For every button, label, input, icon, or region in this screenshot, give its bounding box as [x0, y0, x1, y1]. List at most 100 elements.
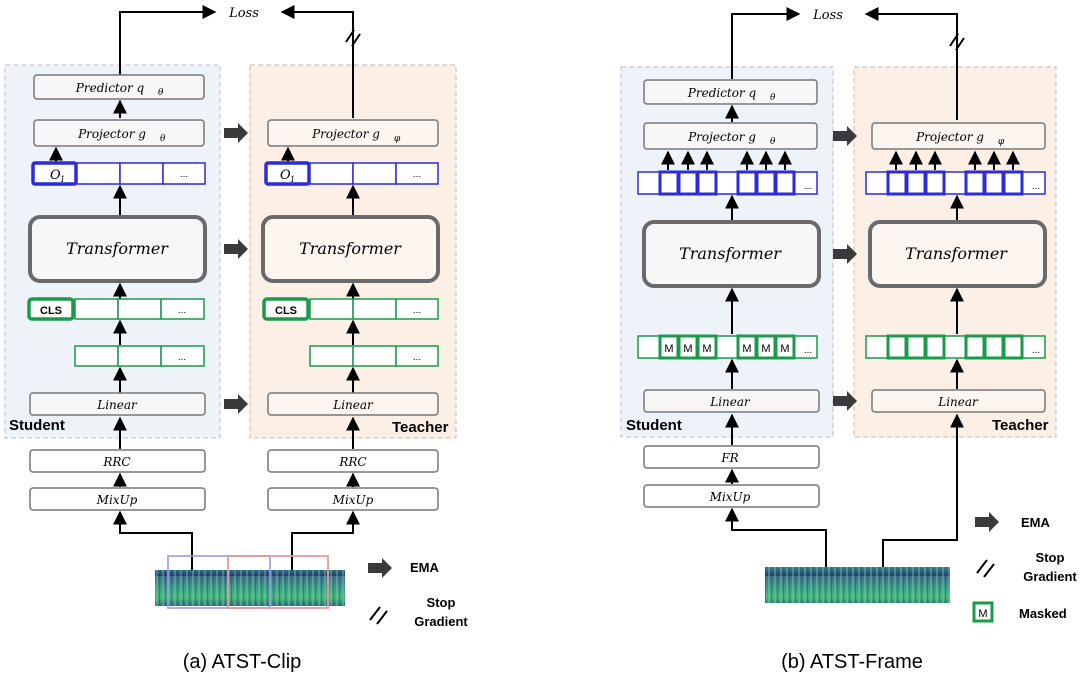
linear-teacher-label: Linear	[937, 395, 979, 409]
student-label: Student	[9, 417, 65, 434]
o1-token: O	[280, 168, 291, 183]
linear-teacher-label: Linear	[332, 398, 374, 412]
legend-ema-arrow	[368, 558, 392, 578]
phi-sub: φ	[394, 134, 401, 144]
panel-frame: Loss Predictor q θ Projector g θ ...	[620, 7, 1077, 673]
ema-arrow	[833, 126, 857, 146]
linear-student-label: Linear	[709, 395, 751, 409]
legend-ema: EMA	[410, 560, 440, 575]
ema-arrow	[833, 244, 857, 264]
caption-clip: (a) ATST-Clip	[183, 651, 302, 673]
loss-label: Loss	[228, 6, 259, 21]
ema-arrow	[224, 239, 248, 259]
mask-token: M	[742, 343, 751, 355]
predictor-label: Predictor q	[75, 81, 145, 95]
input-tokens-teacher: ...	[309, 345, 439, 367]
rrc-student-label: RRC	[102, 455, 130, 469]
predictor-box	[33, 74, 205, 100]
frame-arrows-student	[661, 150, 792, 170]
mixup-student-label: MixUp	[709, 490, 751, 504]
ema-arrow	[833, 391, 857, 411]
ellipsis: ...	[413, 352, 421, 363]
linear-student-box	[643, 389, 820, 413]
predictor-box	[643, 79, 818, 105]
transformer-teacher-label: Transformer	[299, 239, 402, 258]
output-tokens-student: O 1 ...	[31, 161, 206, 186]
projector-teacher-box	[267, 119, 439, 147]
input-tokens-cls-teacher: CLS ...	[262, 297, 439, 321]
o1-sub: 1	[290, 175, 295, 184]
panel-clip: Loss Predictor q θ Projector g θ O 1 ...…	[4, 5, 468, 673]
transformer-student-label: Transformer	[66, 239, 169, 258]
input-tokens-cls-student: CLS ...	[27, 297, 205, 321]
ellipsis: ...	[804, 181, 812, 192]
projector-teacher-box	[871, 122, 1046, 150]
input-tokens-student: ...	[74, 345, 205, 367]
legend-mask-box	[972, 601, 994, 623]
legend-mask-token: M	[978, 608, 987, 620]
mixup-student-label: MixUp	[96, 493, 138, 507]
mixup-student-box	[643, 484, 820, 508]
spectrogram	[155, 570, 345, 606]
mask-token: M	[780, 343, 789, 355]
mask-token: M	[664, 343, 673, 355]
projector-student-box	[643, 122, 818, 150]
ellipsis: ...	[413, 169, 421, 180]
mask-token: M	[702, 343, 711, 355]
theta-sub: θ	[770, 93, 776, 103]
linear-student-label: Linear	[96, 398, 138, 412]
transformer-teacher-label: Transformer	[905, 244, 1008, 263]
projector-teacher-label: Projector g	[915, 130, 984, 144]
mixup-student-box	[29, 487, 206, 511]
rrc-teacher-label: RRC	[338, 455, 366, 469]
output-frames-student: ...	[637, 170, 818, 196]
mask-token: M	[761, 343, 770, 355]
caption-frame: (b) ATST-Frame	[781, 651, 923, 673]
cls-token: CLS	[40, 305, 62, 317]
ema-arrow	[224, 394, 248, 414]
fr-box	[643, 445, 820, 469]
ellipsis: ...	[178, 305, 186, 316]
projector-student-label: Projector g	[77, 127, 146, 141]
fr-label: FR	[720, 451, 738, 465]
transformer-student	[642, 220, 821, 288]
frame-arrows-teacher	[889, 150, 1020, 170]
teacher-label: Teacher	[992, 417, 1049, 434]
loss-label: Loss	[812, 8, 843, 23]
ellipsis: ...	[178, 352, 186, 363]
legend-ema-arrow	[975, 512, 999, 532]
theta-sub-2: θ	[770, 137, 776, 147]
mask-token: M	[683, 343, 692, 355]
projector-student-box	[33, 119, 205, 147]
spectrogram	[765, 567, 950, 603]
transformer-teacher	[868, 220, 1047, 288]
projector-teacher-label: Projector g	[311, 127, 380, 141]
ellipsis: ...	[180, 169, 188, 180]
ellipsis: ...	[413, 305, 421, 316]
crop-student	[167, 555, 271, 609]
output-tokens-teacher: O 1 ...	[264, 161, 439, 186]
mixup-teacher-label: MixUp	[332, 493, 374, 507]
o1-sub: 1	[60, 175, 65, 184]
output-frames-teacher: ...	[865, 170, 1046, 196]
theta-sub-2: θ	[160, 134, 166, 144]
linear-teacher-box	[871, 389, 1046, 413]
o1-token: O	[50, 168, 61, 183]
transformer-teacher	[261, 215, 440, 283]
projector-student-label: Projector g	[687, 130, 756, 144]
theta-sub: θ	[158, 88, 164, 98]
teacher-label: Teacher	[392, 419, 449, 436]
phi-sub: φ	[998, 137, 1005, 147]
ellipsis: ...	[1032, 181, 1040, 192]
transformer-student-label: Transformer	[679, 244, 782, 263]
crop-teacher	[227, 555, 329, 609]
transformer-student	[28, 215, 207, 283]
legend-masked: Masked	[1019, 606, 1067, 621]
student-label: Student	[626, 417, 682, 434]
legend-ema: EMA	[1021, 515, 1051, 530]
cls-token: CLS	[275, 305, 297, 317]
rrc-teacher-box	[267, 449, 439, 473]
